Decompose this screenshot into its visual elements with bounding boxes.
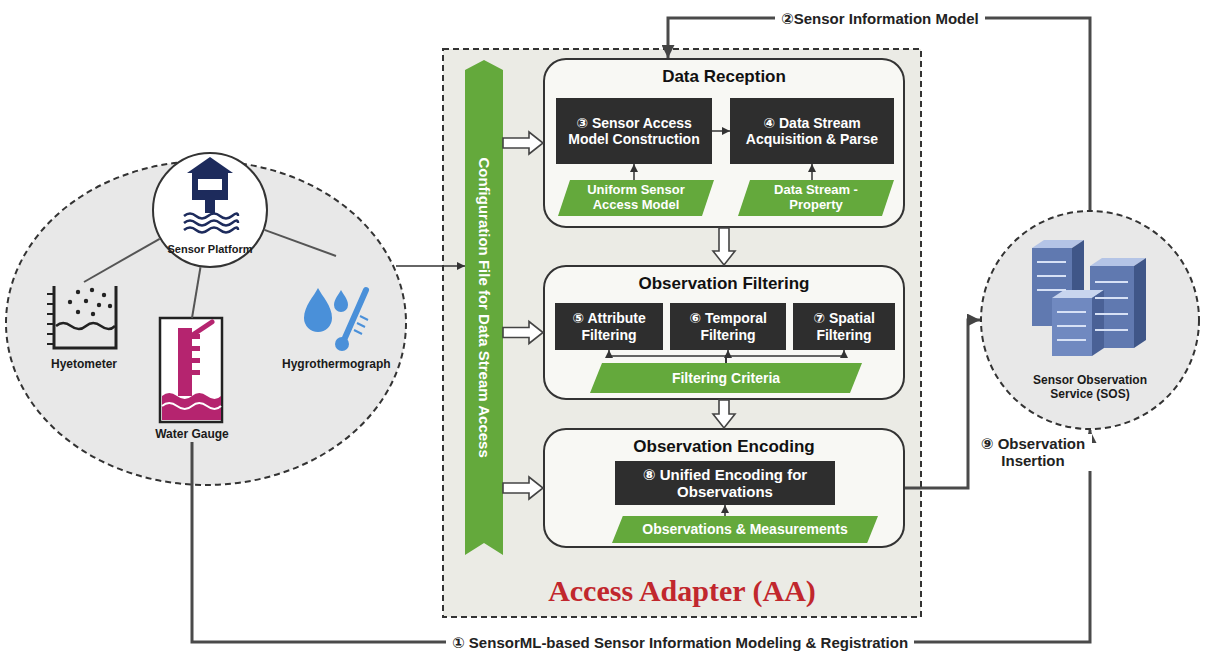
node-label: ③ Sensor Access Model Construction [561,115,707,147]
config-band: Configuration File for Data Stream Acces… [465,60,503,555]
service-circle-shape [981,211,1199,429]
stage-box: Observation Encoding ⑧ Unified Encoding f… [543,428,905,548]
data-parallelogram-shape [612,516,878,543]
node-label: ④ Data Stream Acquisition & Parse [735,115,889,147]
stage-box-shape [544,59,904,227]
stage-box-shape [544,429,904,547]
data-parallelogram-shape [590,363,862,393]
connector [905,320,980,488]
node-label: ⑦ Spatial Filtering [797,310,891,342]
process-box: ⑥ Temporal Filtering [670,303,786,350]
stage-box: Data Reception ③ Sensor Access Model Cons… [543,58,905,228]
block-arrow [503,132,543,154]
panel-title: Observation Encoding [549,437,899,457]
stage-box: Observation Filtering ⑤ Attribute Filteri… [543,265,905,400]
process-box-shape [670,303,786,350]
config-band-shape [465,60,503,555]
edge-label: ① SensorML-based Sensor Information Mode… [446,633,914,652]
sensor-item: Hygrothermograph [276,256,396,374]
stage-box-shape [544,266,904,399]
connector [726,350,844,363]
panel-title: Access Adapter (AA) [448,574,916,609]
data-parallelogram-shape [558,180,714,216]
block-arrow [503,322,543,344]
edge-label: ②Sensor Information Model [775,9,985,28]
node-label: Water Gauge [146,428,238,442]
data-parallelogram: Observations & Measurements [612,516,878,543]
process-box: ⑧ Unified Encoding for Observations [615,461,835,505]
node-label: Sensor Observation Service (SOS) [1020,374,1160,402]
connector [668,18,1090,210]
process-box-shape [615,461,835,505]
connector [192,430,1090,642]
adapter-panel-shape [443,49,921,617]
connector [724,505,726,516]
platform-circle-shape [153,153,267,267]
data-parallelogram: Filtering Criteria [590,363,862,393]
node-label: Filtering Criteria [606,370,846,386]
node-label: Hyetometer [40,358,128,372]
connector [811,164,813,180]
sensor-group-ellipse [6,161,406,485]
connector [609,350,726,363]
data-parallelogram-shape [738,180,894,216]
node-label: ⑤ Attribute Filtering [559,310,659,342]
data-parallelogram: Uniform Sensor Access Model [558,180,714,216]
node-label: Sensor Platform [158,243,262,256]
platform-icon [184,157,238,233]
server-icon [1032,240,1146,356]
hygrothermograph-icon [304,288,368,351]
panel-title: Observation Filtering [549,274,899,294]
node-label: Configuration File for Data Stream Acces… [475,70,492,545]
node-label: Hygrothermograph [282,358,390,372]
edge-label: ⑨ Observation Insertion [974,434,1092,471]
node-label: Uniform Sensor Access Model [572,183,700,213]
water-gauge-icon [160,318,222,422]
process-box-shape [793,303,895,350]
block-arrow [503,477,543,499]
block-arrow [713,228,735,265]
process-box: ③ Sensor Access Model Construction [556,98,712,164]
connector [396,265,465,267]
process-box: ⑦ Spatial Filtering [793,303,895,350]
hyetometer-icon [47,286,116,348]
process-box-shape [556,98,712,164]
node-label: ⑧ Unified Encoding for Observations [621,466,829,501]
block-arrow [713,400,735,428]
node-label: Data Stream - Property [752,183,880,213]
process-box-shape [730,98,894,164]
process-box: ⑤ Attribute Filtering [555,303,663,350]
data-parallelogram: Data Stream - Property [738,180,894,216]
connector [633,164,635,180]
node-label: Observations & Measurements [628,521,862,537]
connector [712,130,730,132]
connector [192,267,200,318]
connector [84,239,160,282]
process-box-shape [555,303,663,350]
process-box: ④ Data Stream Acquisition & Parse [730,98,894,164]
node-label: ⑥ Temporal Filtering [674,310,782,342]
connector [264,230,336,256]
panel-title: Data Reception [549,67,899,87]
